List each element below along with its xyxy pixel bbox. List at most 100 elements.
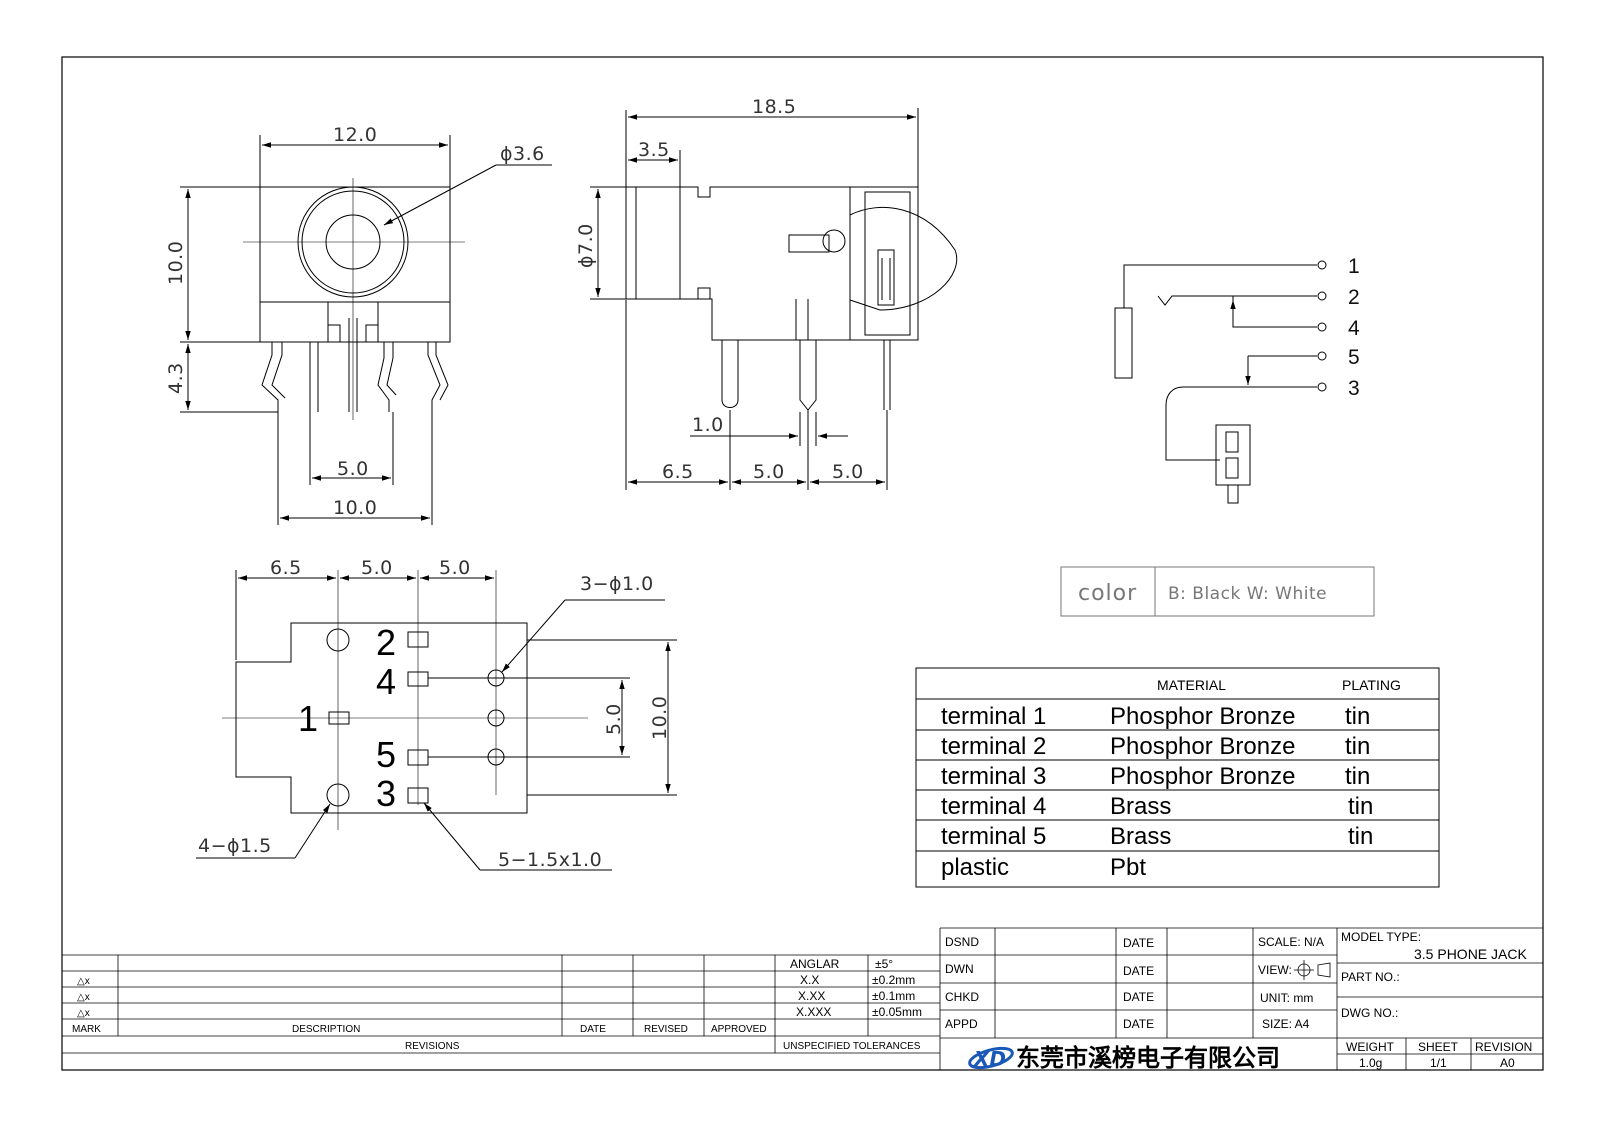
view-label: VIEW: [1258, 963, 1292, 977]
material-table-text: MATERIAL PLATING terminal 1 Phosphor Bro… [941, 677, 1401, 881]
role-dwn: DWN [945, 962, 974, 976]
tol-anglar-value: ±5° [875, 957, 893, 971]
schematic-pin-3: 3 [1348, 377, 1360, 400]
header-revised: REVISED [644, 1024, 688, 1035]
date-label-3: DATE [1123, 990, 1154, 1004]
footprint-labels: 6.5 5.0 5.0 3−ϕ1.0 4−ϕ1.5 5−1.5x1.0 5.0 … [198, 557, 671, 871]
role-chkd: CHKD [945, 990, 979, 1004]
tol-x-value: ±0.2mm [872, 973, 915, 987]
row1-part: terminal 1 [941, 703, 1046, 730]
row2-part: terminal 2 [941, 733, 1046, 760]
schematic-pin-labels: 1 2 4 5 3 [1348, 255, 1360, 400]
row5-plating: tin [1348, 823, 1373, 850]
fp-dim-pitch-a: 5.0 [361, 557, 393, 579]
date-label-1: DATE [1123, 936, 1154, 950]
fp-pin-4: 4 [376, 661, 396, 702]
dim-pin-width-label: 1.0 [692, 414, 724, 436]
schematic-pin-2: 2 [1348, 286, 1360, 309]
weight-label: WEIGHT [1346, 1040, 1395, 1054]
sheet-label: SHEET [1418, 1040, 1459, 1054]
dwg-no-label: DWG NO.: [1341, 1006, 1398, 1020]
front-view [180, 135, 552, 525]
dim-pitch-b-label: 5.0 [832, 461, 864, 483]
schematic-pin-5: 5 [1348, 346, 1360, 369]
fp-dim-outer: 10.0 [649, 696, 671, 740]
mark-row-2: △x [77, 992, 90, 1003]
mark-row-3: △x [77, 1008, 90, 1019]
dim-pin-length-label: 4.3 [165, 362, 187, 394]
tol-xxx-label: X.XXX [796, 1005, 831, 1019]
row4-part: terminal 4 [941, 793, 1046, 820]
row4-plating: tin [1348, 793, 1373, 820]
tol-xx-label: X.XX [798, 989, 825, 1003]
logo-lettering: XD [972, 1047, 1006, 1071]
fp-pin-1: 1 [298, 698, 318, 739]
sheet-border [61, 56, 1544, 1071]
row2-material: Phosphor Bronze [1110, 733, 1295, 760]
dim-hole-label: ϕ3.6 [500, 143, 545, 165]
side-view-dims: 18.5 3.5 ϕ7.0 1.0 6.5 5.0 5.0 [575, 96, 864, 483]
row5-material: Brass [1110, 823, 1171, 850]
row4-material: Brass [1110, 793, 1171, 820]
mark-row-1: △x [77, 976, 90, 987]
dim-pin-pitch-label: 5.0 [337, 458, 369, 480]
row5-part: terminal 5 [941, 823, 1046, 850]
row2-plating: tin [1345, 733, 1370, 760]
fp-dim-inner: 5.0 [603, 703, 625, 735]
title-block [939, 927, 1543, 1070]
scale-label: SCALE: N/A [1258, 935, 1324, 949]
row3-material: Phosphor Bronze [1110, 763, 1295, 790]
tol-xx-value: ±0.1mm [872, 989, 915, 1003]
revisions-footer: REVISIONS [405, 1041, 460, 1052]
header-date: DATE [580, 1024, 606, 1035]
tolerances-footer: UNSPECIFIED TOLERANCES [783, 1041, 921, 1052]
role-dsnd: DSND [945, 935, 979, 949]
color-value: B: Black W: White [1168, 584, 1327, 604]
model-type-label: MODEL TYPE: [1341, 930, 1421, 944]
title-block-text: DSND DWN CHKD APPD DATE DATE DATE DATE S… [945, 930, 1532, 1072]
fp-dim-offset: 6.5 [270, 557, 302, 579]
dim-diameter-label: ϕ7.0 [575, 223, 597, 268]
revision-label: REVISION [1475, 1040, 1532, 1054]
header-approved: APPROVED [711, 1024, 767, 1035]
row3-plating: tin [1345, 763, 1370, 790]
role-appd: APPD [945, 1017, 978, 1031]
fp-pad-note: 5−1.5x1.0 [498, 849, 602, 871]
dim-pitch-a-label: 5.0 [753, 461, 785, 483]
row1-material: Phosphor Bronze [1110, 703, 1295, 730]
dim-flange-label: 3.5 [638, 139, 670, 161]
date-label-2: DATE [1123, 964, 1154, 978]
fp-dim-pitch-b: 5.0 [439, 557, 471, 579]
part-no-label: PART NO.: [1341, 970, 1400, 984]
pcb-footprint [196, 570, 677, 871]
header-description: DESCRIPTION [292, 1024, 360, 1035]
side-view [590, 108, 958, 490]
model-type-value: 3.5 PHONE JACK [1414, 946, 1527, 962]
revision-table [62, 954, 940, 1054]
revision-table-text: △x △x △x MARK DESCRIPTION DATE REVISED A… [72, 957, 922, 1052]
fp-mount-note: 4−ϕ1.5 [198, 835, 272, 857]
tol-xxx-value: ±0.05mm [872, 1005, 922, 1019]
revision-value: A0 [1500, 1056, 1515, 1070]
row6-part: plastic [941, 854, 1009, 881]
schematic [1114, 260, 1327, 504]
dim-width-label: 12.0 [333, 124, 377, 146]
front-view-dims: 12.0 ϕ3.6 10.0 4.3 5.0 10.0 [165, 124, 545, 519]
dim-length-label: 18.5 [752, 96, 796, 118]
material-header: MATERIAL [1157, 677, 1226, 693]
row6-material: Pbt [1110, 854, 1146, 881]
company-logo-icon: XD [968, 1046, 1014, 1071]
fp-hole-note: 3−ϕ1.0 [580, 573, 654, 595]
unit-label: UNIT: mm [1260, 991, 1313, 1005]
dim-pin-span-label: 10.0 [333, 497, 377, 519]
row1-plating: tin [1345, 703, 1370, 730]
date-label-4: DATE [1123, 1017, 1154, 1031]
dim-height-label: 10.0 [165, 241, 187, 285]
header-mark: MARK [72, 1024, 101, 1035]
color-label: color [1078, 581, 1137, 606]
projection-symbol-icon [1294, 960, 1331, 980]
dim-offset-label: 6.5 [662, 461, 694, 483]
color-box: color B: Black W: White [1060, 566, 1375, 617]
sheet-value: 1/1 [1430, 1056, 1447, 1070]
fp-pin-2: 2 [376, 622, 396, 663]
